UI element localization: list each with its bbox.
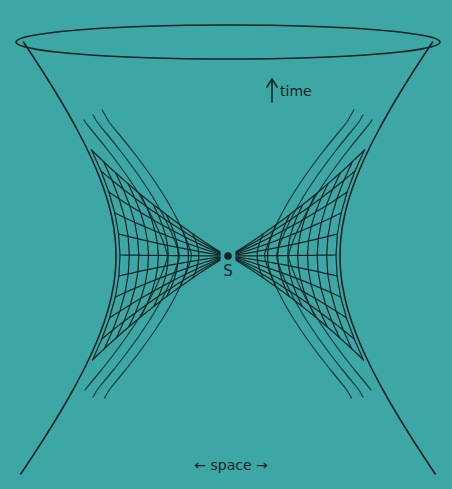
mesh-line bbox=[236, 255, 336, 256]
top-rim bbox=[16, 25, 440, 59]
mesh-line bbox=[257, 234, 263, 278]
mesh-line bbox=[336, 150, 365, 360]
surface-line bbox=[289, 120, 373, 390]
axis-label: time bbox=[280, 84, 312, 98]
hyperbola-edge bbox=[21, 42, 116, 474]
surface-line bbox=[265, 110, 354, 398]
surface-line bbox=[102, 110, 191, 398]
mesh-line bbox=[236, 234, 337, 255]
mesh-line bbox=[92, 150, 121, 360]
mesh-line bbox=[120, 255, 220, 256]
time-arrow-head bbox=[267, 79, 277, 87]
surface-line bbox=[277, 115, 363, 397]
surface-line bbox=[93, 115, 179, 397]
axis-label: ← space → bbox=[191, 458, 270, 472]
mesh-line bbox=[119, 257, 220, 276]
event-point bbox=[225, 253, 231, 259]
mesh-line bbox=[193, 234, 199, 278]
time-arrow bbox=[271, 80, 273, 102]
surface-line bbox=[84, 120, 167, 390]
hyperbola-edge bbox=[340, 42, 435, 474]
mesh-line bbox=[236, 257, 337, 276]
mesh-line bbox=[119, 234, 220, 255]
axis-label: S bbox=[223, 264, 233, 279]
